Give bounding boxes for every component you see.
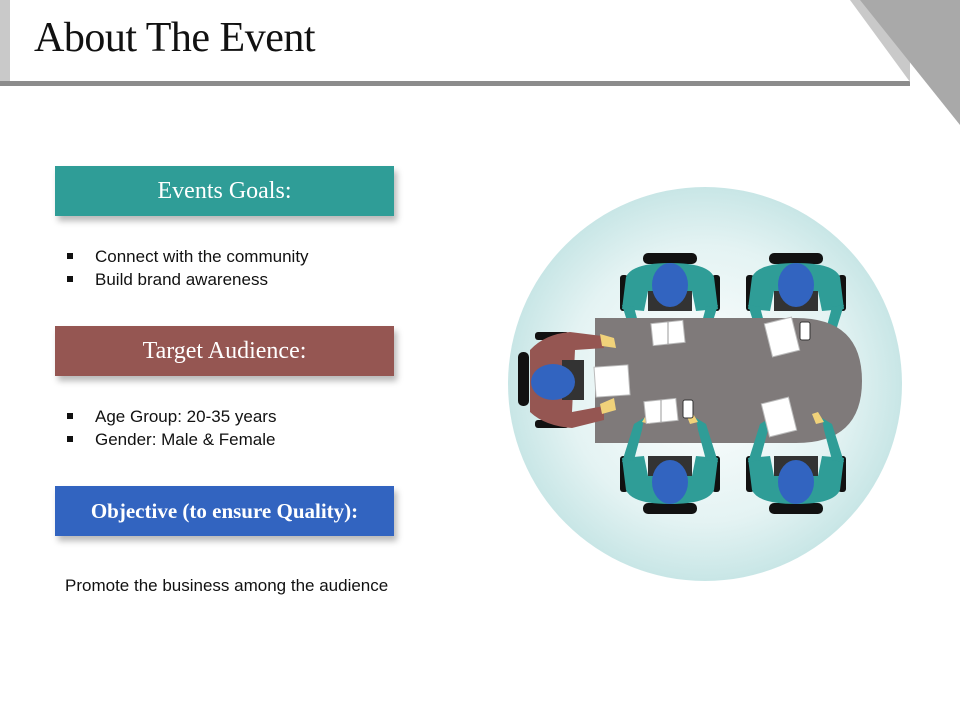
list-item-text: Connect with the community: [95, 247, 309, 266]
bullet-square-icon: [67, 253, 73, 259]
objective-heading-label: Objective (to ensure Quality):: [90, 498, 359, 523]
corner-decoration-icon: [850, 0, 960, 125]
list-item: Connect with the community: [65, 245, 309, 268]
list-item: Age Group: 20-35 years: [65, 405, 276, 428]
bullet-square-icon: [67, 276, 73, 282]
target-audience-heading-label: Target Audience:: [142, 337, 307, 364]
meeting-table-illustration: [508, 187, 902, 581]
list-item-text: Build brand awareness: [95, 270, 268, 289]
events-goals-heading: Events Goals:: [55, 166, 394, 216]
events-goals-list: Connect with the community Build brand a…: [65, 245, 309, 291]
target-audience-list: Age Group: 20-35 years Gender: Male & Fe…: [65, 405, 276, 451]
header-left-accent: [0, 0, 10, 82]
table-items-icon: [593, 316, 811, 438]
bullet-square-icon: [67, 436, 73, 442]
header-underline: [0, 81, 910, 86]
objective-heading: Objective (to ensure Quality):: [55, 486, 394, 536]
list-item: Gender: Male & Female: [65, 428, 276, 451]
slide-title: About The Event: [34, 15, 316, 61]
events-goals-heading-label: Events Goals:: [157, 177, 292, 204]
list-item-text: Age Group: 20-35 years: [95, 407, 277, 426]
target-audience-heading: Target Audience:: [55, 326, 394, 376]
list-item-text: Gender: Male & Female: [95, 430, 276, 449]
slide-header: About The Event: [0, 0, 960, 125]
objective-text: Promote the business among the audience: [65, 576, 389, 595]
bullet-square-icon: [67, 413, 73, 419]
list-item: Build brand awareness: [65, 268, 309, 291]
person-presenter-icon: [518, 332, 616, 428]
